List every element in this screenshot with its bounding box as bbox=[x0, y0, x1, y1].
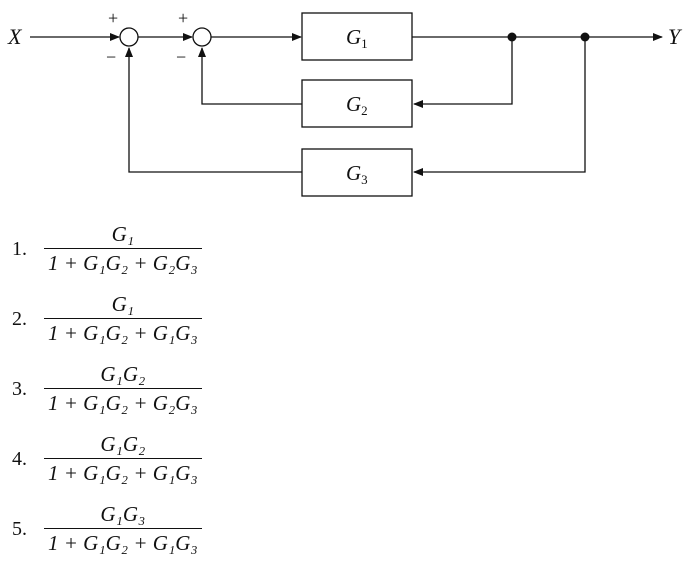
input-label: X bbox=[7, 24, 23, 49]
block-g1-label: G1 bbox=[346, 25, 368, 51]
fraction-denominator: 1 + G₁G₂ + G₂G₃ bbox=[44, 388, 202, 416]
block-diagram: X + − + − G1 Y G2 G3 bbox=[7, 8, 683, 197]
fraction-denominator: 1 + G₁G₂ + G₁G₃ bbox=[44, 528, 202, 556]
option-number: 1. bbox=[12, 237, 27, 260]
fraction-denominator: 1 + G₁G₂ + G₂G₃ bbox=[44, 248, 202, 276]
answer-option-1[interactable]: 1. G₁ 1 + G₁G₂ + G₂G₃ bbox=[12, 214, 312, 284]
answer-option-4[interactable]: 4. G₁G₂ 1 + G₁G₂ + G₁G₃ bbox=[12, 424, 312, 494]
block-g1 bbox=[301, 12, 413, 61]
block-g3 bbox=[301, 148, 413, 197]
fraction-numerator: G₁ bbox=[111, 222, 135, 246]
option-fraction: G₁G₂ 1 + G₁G₂ + G₁G₃ bbox=[44, 432, 202, 486]
g2-feedback-input-line bbox=[413, 37, 513, 108]
summing-junction-2 bbox=[192, 27, 212, 47]
g3-feedback-output-line bbox=[125, 47, 302, 173]
answer-option-5[interactable]: 5. G₁G₃ 1 + G₁G₂ + G₁G₃ bbox=[12, 494, 312, 564]
option-number: 3. bbox=[12, 377, 27, 400]
option-fraction: G₁ 1 + G₁G₂ + G₁G₃ bbox=[44, 292, 202, 346]
fraction-numerator: G₁ bbox=[111, 292, 135, 316]
option-number: 4. bbox=[12, 447, 27, 470]
output-label: Y bbox=[668, 24, 683, 49]
option-number: 2. bbox=[12, 307, 27, 330]
g3-feedback-input-line bbox=[413, 37, 586, 176]
fraction-denominator: 1 + G₁G₂ + G₁G₃ bbox=[44, 318, 202, 346]
answer-option-3[interactable]: 3. G₁G₂ 1 + G₁G₂ + G₂G₃ bbox=[12, 354, 312, 424]
option-number: 5. bbox=[12, 517, 27, 540]
sum2-minus-sign: − bbox=[176, 47, 186, 67]
block-g2 bbox=[301, 79, 413, 128]
option-fraction: G₁G₂ 1 + G₁G₂ + G₂G₃ bbox=[44, 362, 202, 416]
block-g2-label: G2 bbox=[346, 92, 368, 118]
option-fraction: G₁ 1 + G₁G₂ + G₂G₃ bbox=[44, 222, 202, 276]
sum1-plus-sign: + bbox=[108, 8, 118, 28]
summing-junction-1 bbox=[119, 27, 139, 47]
fraction-numerator: G₁G₃ bbox=[100, 502, 146, 526]
sum1-minus-sign: − bbox=[106, 47, 116, 67]
fraction-denominator: 1 + G₁G₂ + G₁G₃ bbox=[44, 458, 202, 486]
option-fraction: G₁G₃ 1 + G₁G₂ + G₁G₃ bbox=[44, 502, 202, 556]
g2-feedback-output-line bbox=[198, 47, 302, 105]
fraction-numerator: G₁G₂ bbox=[100, 432, 146, 456]
sum2-plus-sign: + bbox=[178, 8, 188, 28]
fraction-numerator: G₁G₂ bbox=[100, 362, 146, 386]
answer-options: 1. G₁ 1 + G₁G₂ + G₂G₃ 2. G₁ 1 + G₁G₂ + G… bbox=[12, 214, 312, 564]
block-g3-label: G3 bbox=[346, 161, 368, 187]
answer-option-2[interactable]: 2. G₁ 1 + G₁G₂ + G₁G₃ bbox=[12, 284, 312, 354]
